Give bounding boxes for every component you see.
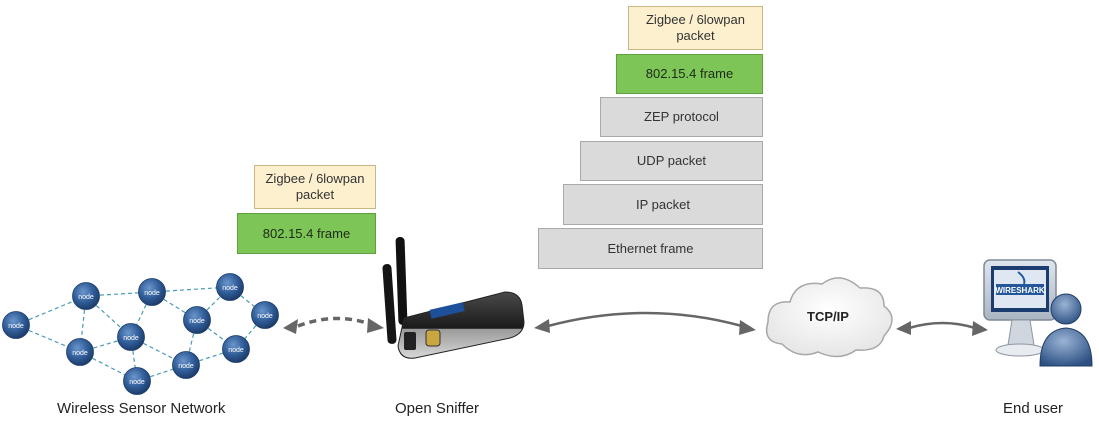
open-sniffer-caption: Open Sniffer [395, 400, 479, 417]
node-label: node [72, 350, 88, 357]
node: node [117, 323, 145, 351]
node-label: node [189, 318, 205, 325]
end-user-illustration: WIRESHARK [983, 259, 1093, 367]
node-label: node [78, 294, 94, 301]
wireshark-logo-text: WIRESHARK [995, 286, 1045, 295]
node-label: node [129, 379, 145, 386]
node-label: node [228, 347, 244, 354]
node: node [222, 335, 250, 363]
node: node [2, 311, 30, 339]
zigbee-packet-box-left: Zigbee / 6lowpan packet [254, 165, 376, 209]
node: node [66, 338, 94, 366]
wireless-link-arrow [283, 316, 384, 334]
end-user-caption: End user [1003, 400, 1064, 417]
node: node [216, 273, 244, 301]
node: node [72, 282, 100, 310]
node-label: node [8, 323, 24, 330]
network-nodes: node node node node node node node node … [2, 273, 279, 395]
node-label: node [178, 363, 194, 370]
node: node [172, 351, 200, 379]
node: node [138, 278, 166, 306]
zep-protocol-box: ZEP protocol [600, 97, 763, 137]
node-label: node [222, 285, 238, 292]
frame-802154-box-left: 802.15.4 frame [237, 213, 376, 254]
frame-802154-box-right: 802.15.4 frame [616, 54, 763, 94]
node-label: node [123, 335, 139, 342]
zigbee-packet-box-right: Zigbee / 6lowpan packet [628, 6, 763, 50]
node-label: node [144, 290, 160, 297]
cloud-label: TCP/IP [807, 309, 849, 324]
node: node [251, 301, 279, 329]
node: node [123, 367, 151, 395]
udp-packet-box: UDP packet [580, 141, 763, 181]
ethernet-link-arrow [534, 311, 756, 335]
node: node [183, 306, 211, 334]
user-link-arrow [896, 321, 988, 336]
node-label: node [257, 313, 273, 320]
ethernet-frame-box: Ethernet frame [538, 228, 763, 269]
wireless-sensor-network-caption: Wireless Sensor Network [57, 400, 226, 417]
open-sniffer-device [382, 236, 525, 359]
ip-packet-box: IP packet [563, 184, 763, 225]
tcp-ip-cloud: TCP/IP [765, 277, 893, 358]
